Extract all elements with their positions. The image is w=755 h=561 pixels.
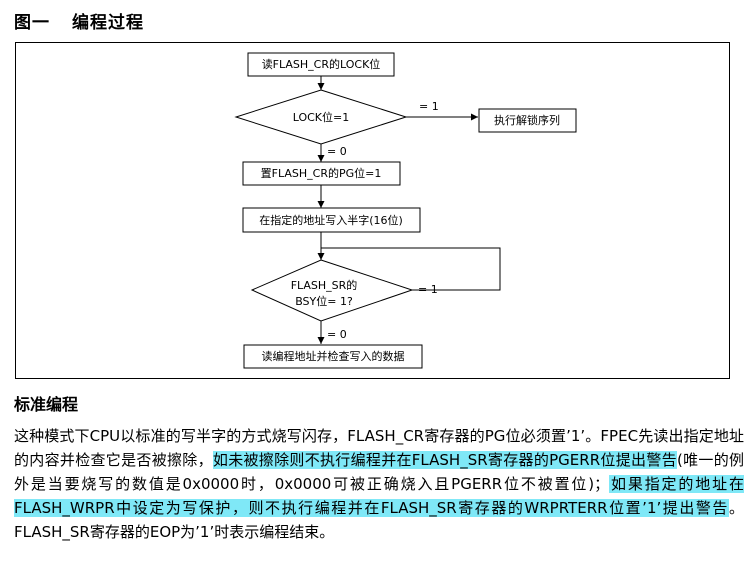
branch-bsy-one-label: = 1	[418, 283, 438, 296]
box-read-check-label: 读编程地址并检查写入的数据	[262, 349, 405, 363]
figure-caption: 编程过程	[72, 13, 144, 33]
box-write-halfword	[242, 207, 421, 233]
box-read-lock-label: 读FLASH_CR的LOCK位	[262, 57, 381, 71]
highlight-pgerr-warning: 如未被擦除则不执行编程并在FLASH_SR寄存器的PGERR位提出警告	[212, 451, 677, 469]
branch-lock-zero-label: = 0	[327, 145, 347, 158]
branch-lock-one-label: = 1	[419, 100, 439, 113]
diamond-lock-label: LOCK位=1	[293, 110, 350, 124]
body-paragraph: 这种模式下CPU以标准的写半字的方式烧写闪存，FLASH_CR寄存器的PG位必须…	[14, 424, 744, 544]
box-unlock-label: 执行解锁序列	[494, 113, 560, 127]
paragraph-part-2: (唯一的例外是当要烧写的数值是0x0000时，0x0000可被正确烧入且PGER…	[14, 451, 744, 493]
section-title: 标准编程	[14, 395, 79, 414]
programming-flowchart: 读FLASH_CR的LOCK位 LOCK位=1 = 1 执行解锁序列 = 0 置…	[234, 52, 577, 369]
diamond-bsy-label-line2: BSY位= 1?	[295, 294, 353, 308]
branch-bsy-zero-label: = 0	[327, 328, 347, 341]
loop-back-line	[321, 247, 501, 291]
figure-label: 图一	[14, 13, 50, 33]
box-unlock	[478, 108, 577, 133]
box-set-pg-label: 置FLASH_CR的PG位=1	[261, 166, 382, 180]
box-write-halfword-label: 在指定的地址写入半字(16位)	[259, 213, 403, 227]
figure-title: 图一 编程过程	[14, 8, 144, 33]
diamond-bsy-label-line1: FLASH_SR的	[291, 278, 358, 292]
paragraph-part-3: 。FLASH_SR寄存器的EOP为’1’时表示编程结束。	[14, 499, 744, 541]
box-read-check	[243, 344, 423, 369]
flowchart-frame: 读FLASH_CR的LOCK位 LOCK位=1 = 1 执行解锁序列 = 0 置…	[15, 42, 730, 379]
paragraph-part-1: 这种模式下CPU以标准的写半字的方式烧写闪存，FLASH_CR寄存器的PG位必须…	[14, 427, 744, 469]
